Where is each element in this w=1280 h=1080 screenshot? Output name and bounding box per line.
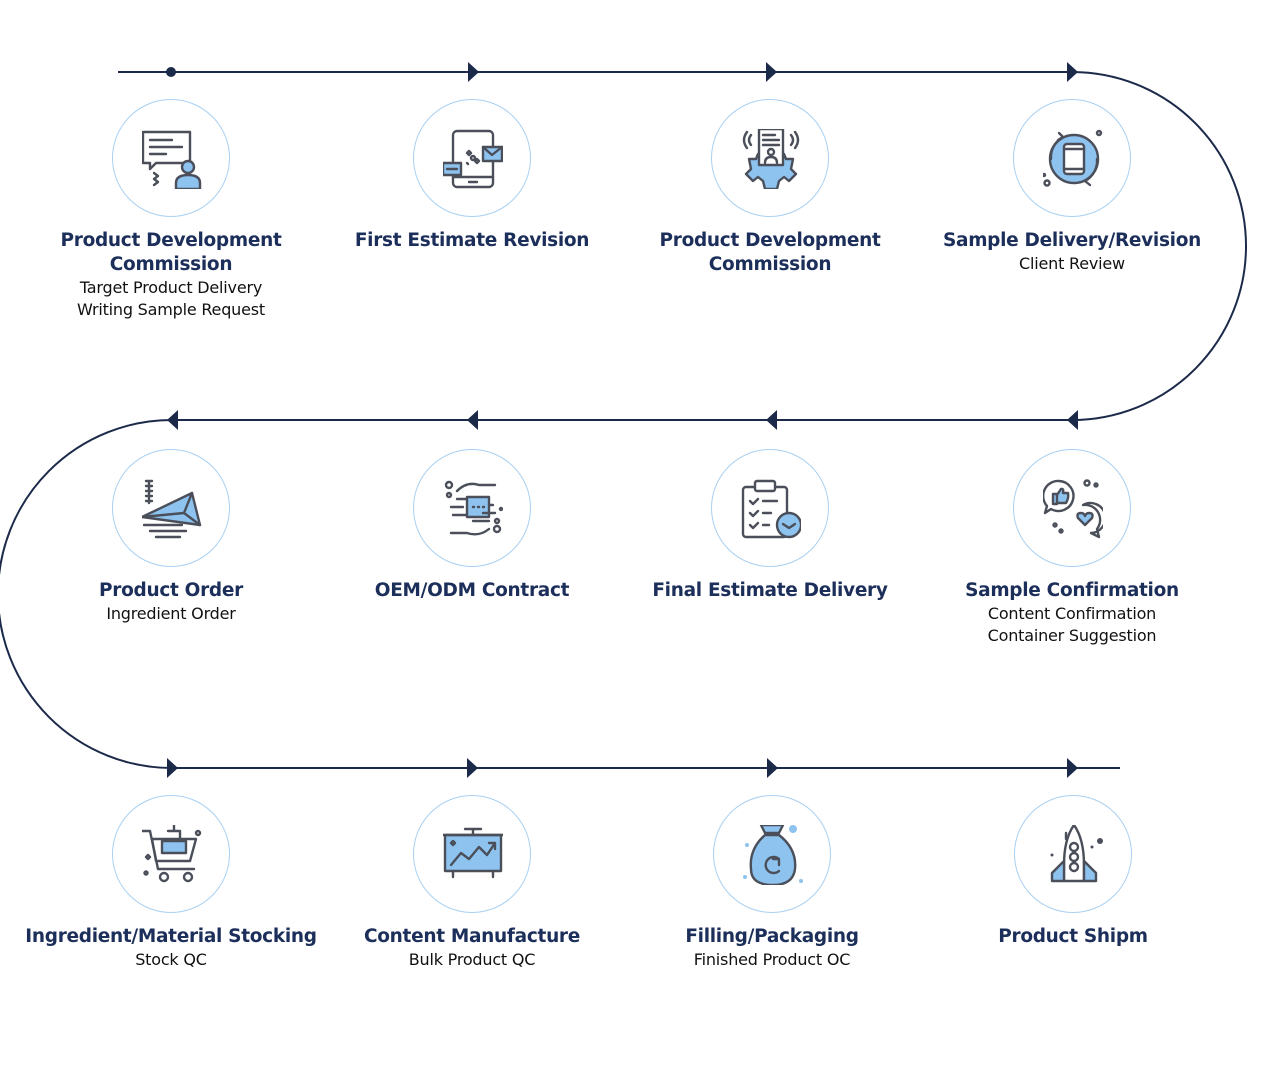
- flow-arrow: [167, 410, 178, 430]
- step-subtitle: Bulk Product QC: [408, 950, 536, 969]
- step-title: Commission: [708, 254, 832, 275]
- step-title: OEM/ODM Contract: [374, 580, 570, 601]
- step-icon-circle: [413, 795, 531, 913]
- step-title: Commission: [109, 254, 233, 275]
- step-subtitle: Finished Product OC: [693, 950, 851, 969]
- step-icon-circle: [413, 99, 531, 217]
- phone-refresh-icon: [1043, 129, 1103, 187]
- flow-arrow: [766, 410, 777, 430]
- document-gear-icon: [742, 129, 800, 189]
- step-icon-circle: [112, 795, 230, 913]
- flow-arrow: [467, 758, 478, 778]
- step-title: Final Estimate Delivery: [652, 580, 888, 601]
- chat-like-heart-icon: [1043, 479, 1103, 539]
- flow-arrow: [167, 758, 178, 778]
- step-title: Product Development: [60, 230, 282, 251]
- flow-arrow: [1067, 62, 1078, 82]
- step-icon-circle: [413, 449, 531, 567]
- step-title: Product Shipm: [998, 926, 1148, 947]
- step-icon-circle: [112, 99, 230, 217]
- flow-curve-left: [0, 419, 173, 769]
- step-icon-circle: [711, 449, 829, 567]
- flow-start-dot: [166, 67, 176, 77]
- step-icon-circle: [1013, 449, 1131, 567]
- step-icon-circle: [1013, 99, 1131, 217]
- step-subtitle: Client Review: [1019, 254, 1125, 273]
- shopping-cart-icon: [142, 825, 202, 883]
- flow-arrow: [1067, 758, 1078, 778]
- step-subtitle: Container Suggestion: [987, 626, 1157, 645]
- step-icon-circle: [112, 449, 230, 567]
- paper-plane-icon: [142, 479, 202, 539]
- flow-arrow: [468, 62, 479, 82]
- step-title: Ingredient/Material Stocking: [25, 926, 317, 947]
- flow-arrow: [767, 758, 778, 778]
- step-icon-circle: [713, 795, 831, 913]
- step-subtitle: Stock QC: [135, 950, 207, 969]
- flow-arrow: [1067, 410, 1078, 430]
- step-icon-circle: [1014, 795, 1132, 913]
- presentation-person-icon: [142, 130, 202, 189]
- step-title: Sample Confirmation: [965, 580, 1179, 601]
- step-title: Product Order: [99, 580, 243, 601]
- money-bag-icon: [743, 825, 803, 885]
- step-title: Filling/Packaging: [685, 926, 859, 947]
- rocket-icon: [1050, 825, 1103, 883]
- step-title: Sample Delivery/Revision: [942, 230, 1201, 251]
- flow-curve-right: [1071, 71, 1247, 421]
- step-icon-circle: [711, 99, 829, 217]
- step-subtitle: Writing Sample Request: [77, 300, 265, 319]
- flow-arrow: [766, 62, 777, 82]
- step-title: First Estimate Revision: [354, 230, 590, 251]
- step-subtitle: Content Confirmation: [987, 604, 1157, 623]
- step-subtitle: Target Product Delivery: [79, 278, 263, 297]
- flow-arrow: [467, 410, 478, 430]
- step-title: Content Manufacture: [363, 926, 581, 947]
- tablet-messages-icon: [443, 129, 503, 189]
- handshake-contract-icon: [444, 480, 503, 536]
- step-title: Product Development: [659, 230, 881, 251]
- step-subtitle: Ingredient Order: [106, 604, 236, 623]
- clipboard-clock-icon: [741, 479, 801, 539]
- chart-board-icon: [443, 827, 503, 879]
